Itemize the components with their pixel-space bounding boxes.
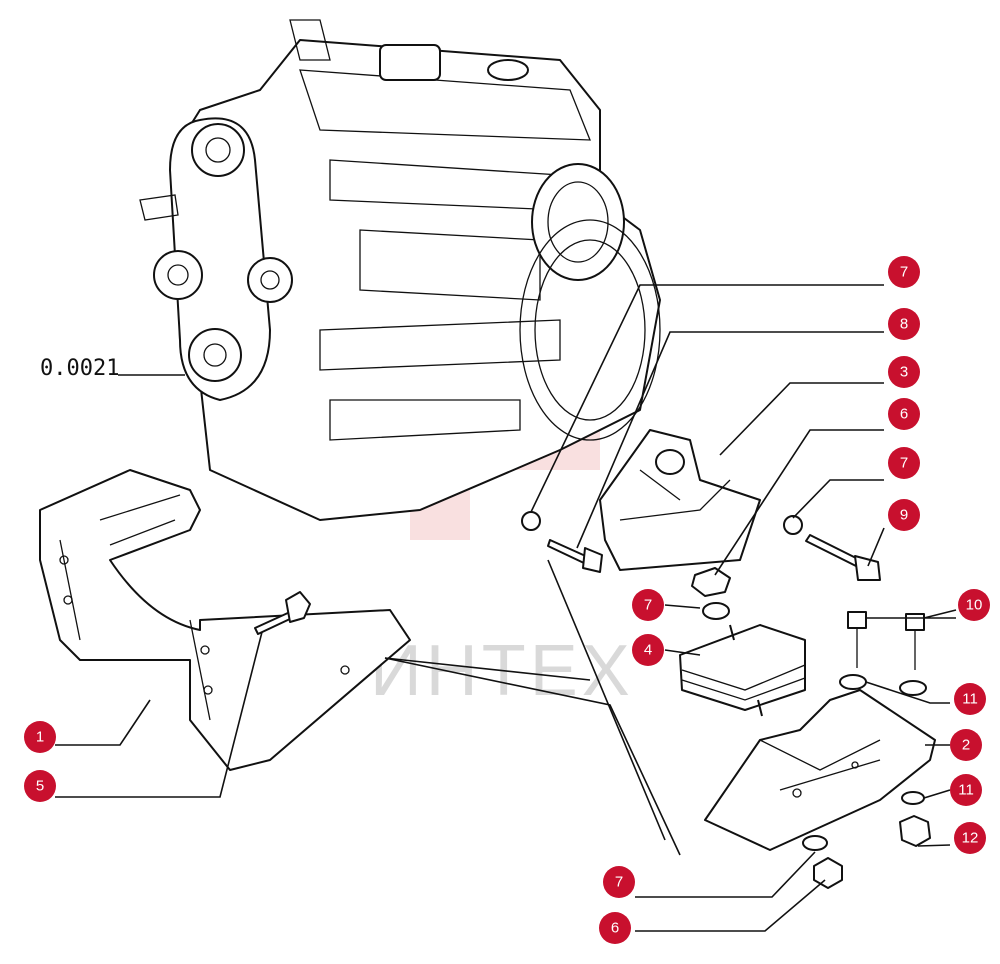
leader-lines <box>55 284 957 932</box>
part-reference-label: 0.0021 <box>40 356 119 381</box>
svg-text:11: 11 <box>958 782 974 799</box>
part-1-left-bracket <box>39 469 411 771</box>
svg-text:7: 7 <box>900 455 908 472</box>
svg-text:12: 12 <box>962 830 979 847</box>
svg-text:2: 2 <box>962 737 970 754</box>
part-2-bracket <box>704 689 936 851</box>
svg-text:7: 7 <box>900 264 908 281</box>
svg-text:8: 8 <box>900 316 908 333</box>
callout-11-upper: 11 <box>954 683 986 715</box>
callout-9: 9 <box>888 499 920 531</box>
callout-7-top: 7 <box>888 256 920 288</box>
svg-text:4: 4 <box>644 642 652 659</box>
part-3-bracket <box>599 429 761 571</box>
callout-3: 3 <box>888 356 920 388</box>
fasteners <box>521 511 931 889</box>
svg-text:3: 3 <box>900 364 908 381</box>
svg-text:10: 10 <box>966 597 983 614</box>
callouts: 7 8 3 6 7 9 7 10 4 11 2 11 12 1 5 7 6 <box>24 256 990 944</box>
callout-4: 4 <box>632 634 664 666</box>
callout-6-bottom: 6 <box>599 912 631 944</box>
callout-5: 5 <box>24 770 56 802</box>
callout-10: 10 <box>958 589 990 621</box>
svg-text:6: 6 <box>900 406 908 423</box>
callout-12: 12 <box>954 822 986 854</box>
svg-text:9: 9 <box>900 507 908 524</box>
callout-1: 1 <box>24 721 56 753</box>
callout-11-lower: 11 <box>950 774 982 806</box>
svg-text:11: 11 <box>962 691 978 708</box>
svg-text:7: 7 <box>615 874 623 891</box>
callout-8: 8 <box>888 308 920 340</box>
callout-6-top: 6 <box>888 398 920 430</box>
part-4-rubber-mount <box>679 624 806 717</box>
callout-2: 2 <box>950 729 982 761</box>
svg-text:1: 1 <box>36 729 44 746</box>
svg-text:6: 6 <box>611 920 619 937</box>
callout-7-bottom: 7 <box>603 866 635 898</box>
callout-7-left: 7 <box>632 589 664 621</box>
part-5-bolt <box>254 591 311 635</box>
svg-text:5: 5 <box>36 778 44 795</box>
callout-7-middle: 7 <box>888 447 920 479</box>
svg-text:7: 7 <box>644 597 652 614</box>
engine-assembly <box>139 19 661 521</box>
